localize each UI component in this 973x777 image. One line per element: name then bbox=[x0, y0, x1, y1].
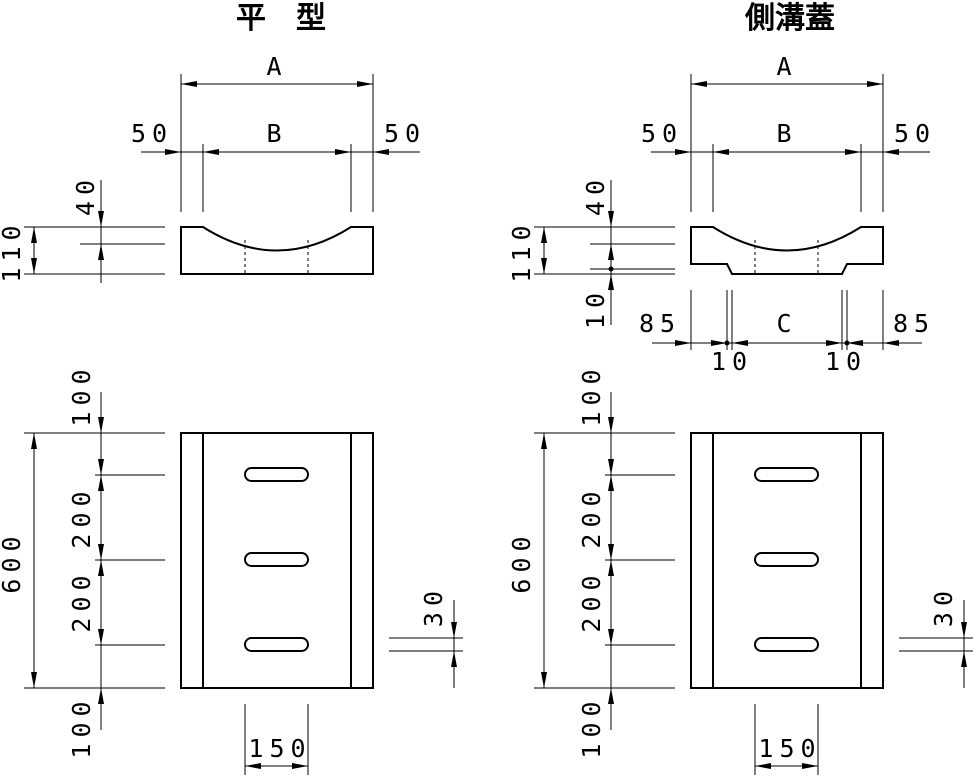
dim-label-85: 85 bbox=[639, 309, 681, 338]
dim-label-10: 10 bbox=[581, 287, 610, 329]
dim-label-100: 100 bbox=[67, 363, 96, 426]
dim-label-200: 200 bbox=[577, 485, 606, 548]
dim-label-c: C bbox=[776, 309, 797, 338]
section-profile-flat bbox=[180, 226, 374, 275]
dim-label-40: 40 bbox=[581, 174, 610, 216]
title-left: 平 型 bbox=[236, 1, 326, 36]
title-right: 側溝蓋 bbox=[744, 1, 835, 36]
arrowhead bbox=[711, 340, 727, 346]
dim-label-100: 100 bbox=[577, 695, 606, 758]
dim-label-600: 600 bbox=[0, 530, 26, 593]
dim-label-a: A bbox=[776, 52, 797, 81]
dim-label-50: 50 bbox=[131, 119, 173, 148]
dim-label-40: 40 bbox=[71, 174, 100, 216]
dim-label-10: 10 bbox=[825, 347, 867, 376]
dim-label-30: 30 bbox=[419, 585, 448, 627]
dim-label-b: B bbox=[776, 119, 797, 148]
dim-label-150: 150 bbox=[248, 734, 311, 763]
arrowhead bbox=[608, 274, 614, 290]
dim-label-200: 200 bbox=[67, 485, 96, 548]
dim-label-50: 50 bbox=[641, 119, 683, 148]
dim-label-10: 10 bbox=[711, 347, 753, 376]
dim-label-a: A bbox=[266, 52, 287, 81]
arrowhead bbox=[847, 340, 863, 346]
dimension-dot bbox=[844, 340, 850, 346]
dim-label-85: 85 bbox=[893, 309, 935, 338]
dim-label-600: 600 bbox=[507, 530, 536, 593]
dim-label-50: 50 bbox=[894, 119, 936, 148]
arrowhead bbox=[675, 340, 691, 346]
dim-label-200: 200 bbox=[577, 569, 606, 632]
dim-label-110: 110 bbox=[0, 219, 26, 282]
dim-label-150: 150 bbox=[758, 734, 821, 763]
arrowhead bbox=[883, 340, 899, 346]
dim-label-110: 110 bbox=[507, 219, 536, 282]
arrowhead bbox=[826, 340, 842, 346]
dimension-dot bbox=[608, 266, 614, 272]
dimension-dot bbox=[724, 340, 730, 346]
dim-label-100: 100 bbox=[577, 363, 606, 426]
dim-label-200: 200 bbox=[67, 569, 96, 632]
arrowhead bbox=[732, 340, 748, 346]
dim-label-50: 50 bbox=[384, 119, 426, 148]
section-profile-cover bbox=[690, 226, 884, 275]
dim-label-100: 100 bbox=[67, 695, 96, 758]
dim-label-30: 30 bbox=[929, 585, 958, 627]
dim-label-b: B bbox=[266, 119, 287, 148]
